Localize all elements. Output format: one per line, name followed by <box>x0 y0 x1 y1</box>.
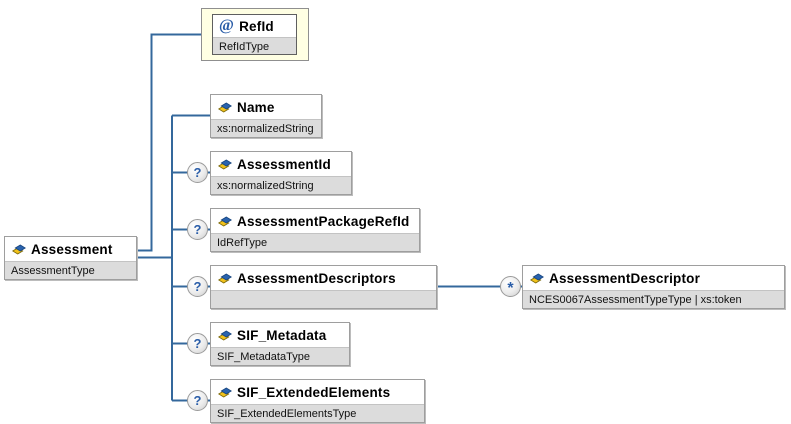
element-node-name[interactable]: Name xs:normalizedString <box>210 94 322 138</box>
element-node-assessment-id[interactable]: AssessmentId xs:normalizedString <box>210 151 352 195</box>
node-title-row: AssessmentDescriptors <box>211 266 436 290</box>
node-title-row: Name <box>211 95 321 119</box>
optional-occurrence-badge: ? <box>187 276 208 297</box>
node-title: AssessmentDescriptors <box>237 270 396 286</box>
element-node-assessment-descriptors[interactable]: AssessmentDescriptors <box>210 265 437 309</box>
element-icon <box>530 273 544 283</box>
node-title-row: SIF_Metadata <box>211 323 349 347</box>
element-node-sif-metadata[interactable]: SIF_Metadata SIF_MetadataType <box>210 322 350 366</box>
connector-branches <box>172 114 211 402</box>
attribute-container: @ RefId RefIdType <box>201 8 309 61</box>
node-title: Assessment <box>31 241 113 257</box>
node-title: RefId <box>239 18 274 34</box>
element-node-sif-extended-elements[interactable]: SIF_ExtendedElements SIF_ExtendedElement… <box>210 379 425 423</box>
optional-occurrence-badge: ? <box>187 162 208 183</box>
node-title: AssessmentPackageRefId <box>237 213 410 229</box>
node-type-label: NCES0067AssessmentTypeType | xs:token <box>523 290 784 308</box>
node-type-label: xs:normalizedString <box>211 176 351 194</box>
node-type-label: xs:normalizedString <box>211 119 321 137</box>
node-type-label: IdRefType <box>211 233 419 251</box>
node-type-label: AssessmentType <box>5 261 136 279</box>
node-title: SIF_Metadata <box>237 327 327 343</box>
node-title: AssessmentId <box>237 156 331 172</box>
element-icon <box>218 102 232 112</box>
element-node-assessment-package-refid[interactable]: AssessmentPackageRefId IdRefType <box>210 208 420 252</box>
element-node-assessment[interactable]: Assessment AssessmentType <box>4 236 137 280</box>
optional-occurrence-badge: ? <box>187 219 208 240</box>
node-title: Name <box>237 99 275 115</box>
node-type-label <box>211 290 436 308</box>
node-title-row: AssessmentPackageRefId <box>211 209 419 233</box>
element-icon <box>218 216 232 226</box>
node-title-row: AssessmentDescriptor <box>523 266 784 290</box>
element-icon <box>12 244 26 254</box>
node-type-label: RefIdType <box>213 37 296 54</box>
attribute-at-icon: @ <box>219 17 235 34</box>
node-type-label: SIF_ExtendedElementsType <box>211 404 424 422</box>
optional-occurrence-badge: ? <box>187 390 208 411</box>
connector-attribute-refid <box>136 33 201 252</box>
node-title: SIF_ExtendedElements <box>237 384 391 400</box>
node-title-row: SIF_ExtendedElements <box>211 380 424 404</box>
element-icon <box>218 387 232 397</box>
repeating-occurrence-badge: * <box>500 276 521 297</box>
attribute-node-refid[interactable]: @ RefId RefIdType <box>212 14 297 55</box>
element-icon <box>218 330 232 340</box>
node-title-row: @ RefId <box>213 15 296 37</box>
node-title-row: AssessmentId <box>211 152 351 176</box>
node-type-label: SIF_MetadataType <box>211 347 349 365</box>
node-title-row: Assessment <box>5 237 136 261</box>
node-title: AssessmentDescriptor <box>549 270 701 286</box>
element-icon <box>218 273 232 283</box>
optional-occurrence-badge: ? <box>187 333 208 354</box>
element-node-assessment-descriptor[interactable]: AssessmentDescriptor NCES0067AssessmentT… <box>522 265 785 309</box>
element-icon <box>218 159 232 169</box>
